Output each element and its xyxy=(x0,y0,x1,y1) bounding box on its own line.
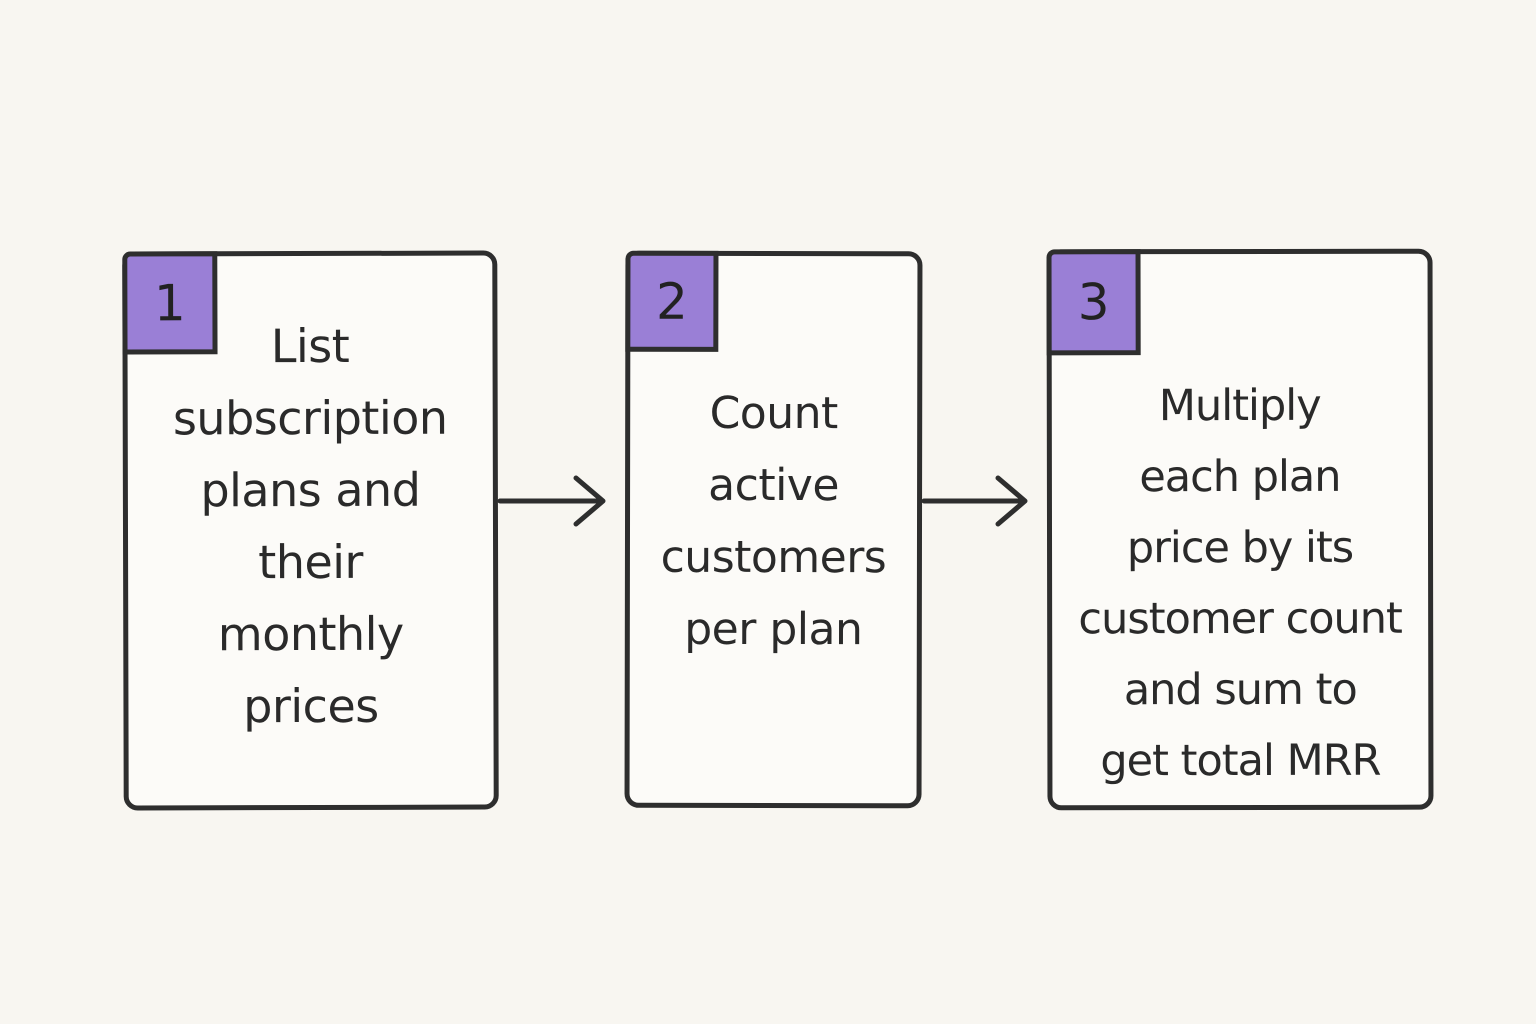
step-2-text-line: customers xyxy=(660,531,887,584)
step-1-text-line: plans and xyxy=(200,462,421,518)
step-2-text-line: active xyxy=(708,459,839,512)
step-2-text-line: per plan xyxy=(684,603,863,656)
arrow-step-1-to-2 xyxy=(497,475,606,527)
step-3-text: Multiply each plan price by its customer… xyxy=(1052,371,1429,798)
step-1-card: 1 List subscription plans and their mont… xyxy=(122,250,499,811)
step-1-text: List subscription plans and their monthl… xyxy=(127,310,493,743)
step-3-number-badge: 3 xyxy=(1046,249,1141,356)
step-3-text-line: customer count xyxy=(1078,593,1402,645)
step-3-card: 3 Multiply each plan price by its custom… xyxy=(1046,248,1434,811)
arrow-step-2-to-3 xyxy=(921,475,1028,527)
step-2-number-badge: 2 xyxy=(625,250,719,352)
step-3-text-line: get total MRR xyxy=(1100,735,1381,787)
step-2-text-line: Count xyxy=(709,387,838,440)
step-3-text-line: each plan xyxy=(1139,451,1341,503)
step-3-text-line: and sum to xyxy=(1123,664,1357,716)
step-3-text-line: Multiply xyxy=(1158,380,1321,432)
step-1-text-line: subscription xyxy=(172,390,448,446)
step-3-text-line: price by its xyxy=(1126,522,1354,574)
step-1-text-line: List xyxy=(270,318,350,374)
step-1-text-line: monthly xyxy=(217,606,404,662)
step-2-text: Count active customers per plan xyxy=(630,378,918,667)
step-1-text-line: their xyxy=(258,534,363,590)
step-2-card: 2 Count active customers per plan xyxy=(624,250,923,809)
step-1-text-line: prices xyxy=(243,678,379,734)
